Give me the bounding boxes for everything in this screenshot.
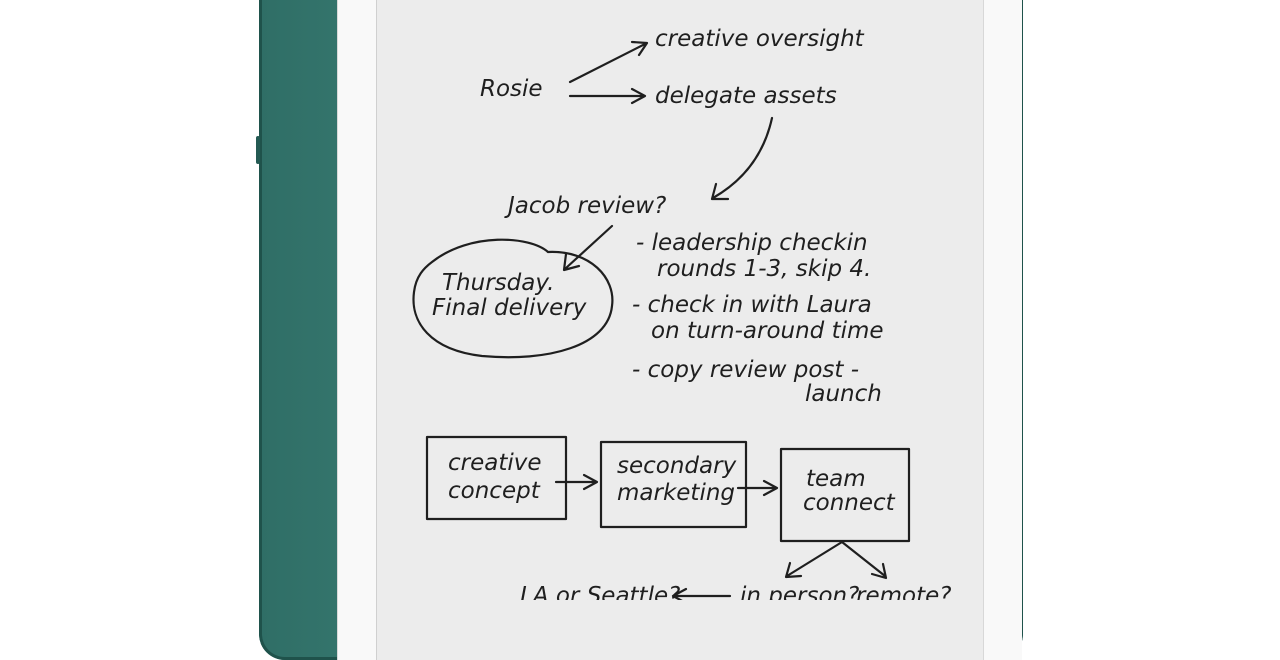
handwritten-notes: Rosie creative oversight delegate assets… [412, 26, 951, 600]
arrow-to-remote [840, 540, 888, 580]
arrow-rosie-oversight [568, 40, 649, 84]
bullet-3-line1: - copy review post - [632, 357, 859, 383]
flow-box-team-connect [779, 447, 911, 543]
bullet-3-line2: launch [805, 381, 882, 407]
bullet-2-line1: - check in with Laura [632, 292, 872, 318]
note-la-seattle: LA or Seattle? [520, 583, 680, 600]
note-in-person: in person? [740, 583, 859, 600]
side-button[interactable] [256, 136, 260, 164]
flow-box2-line2: marketing [617, 480, 735, 506]
arrow-to-thursday [562, 224, 614, 272]
flow-box3-line1: team [806, 466, 866, 492]
flow-box3-line2: connect [803, 490, 896, 516]
flow-box1-line1: creative [448, 450, 542, 476]
arrow-box1-box2 [554, 473, 599, 491]
arrow-to-la [671, 587, 732, 600]
note-remote: remote? [856, 583, 951, 600]
note-thursday: Thursday. [442, 270, 554, 296]
thursday-bubble [412, 238, 614, 359]
note-delegate-assets: delegate assets [655, 83, 837, 109]
flow-box-secondary-marketing [599, 440, 748, 529]
bullet-1-line2: rounds 1-3, skip 4. [657, 256, 871, 282]
bullet-2-line2: on turn-around time [651, 318, 884, 344]
arrow-to-in-person [784, 540, 844, 579]
arrow-to-jacob [710, 116, 774, 201]
note-creative-oversight: creative oversight [655, 26, 865, 52]
arrow-rosie-delegate [568, 87, 647, 105]
note-final-delivery: Final delivery [432, 295, 587, 321]
notebook-screen[interactable] [376, 0, 984, 660]
arrow-box2-box3 [736, 479, 779, 497]
note-rosie: Rosie [480, 76, 543, 102]
flow-box2-line1: secondary [617, 453, 737, 479]
note-jacob-review: Jacob review? [504, 193, 666, 219]
bullet-1-line1: - leadership checkin [636, 230, 868, 256]
flow-box-creative-concept [425, 435, 568, 521]
flow-box1-line2: concept [448, 478, 541, 504]
